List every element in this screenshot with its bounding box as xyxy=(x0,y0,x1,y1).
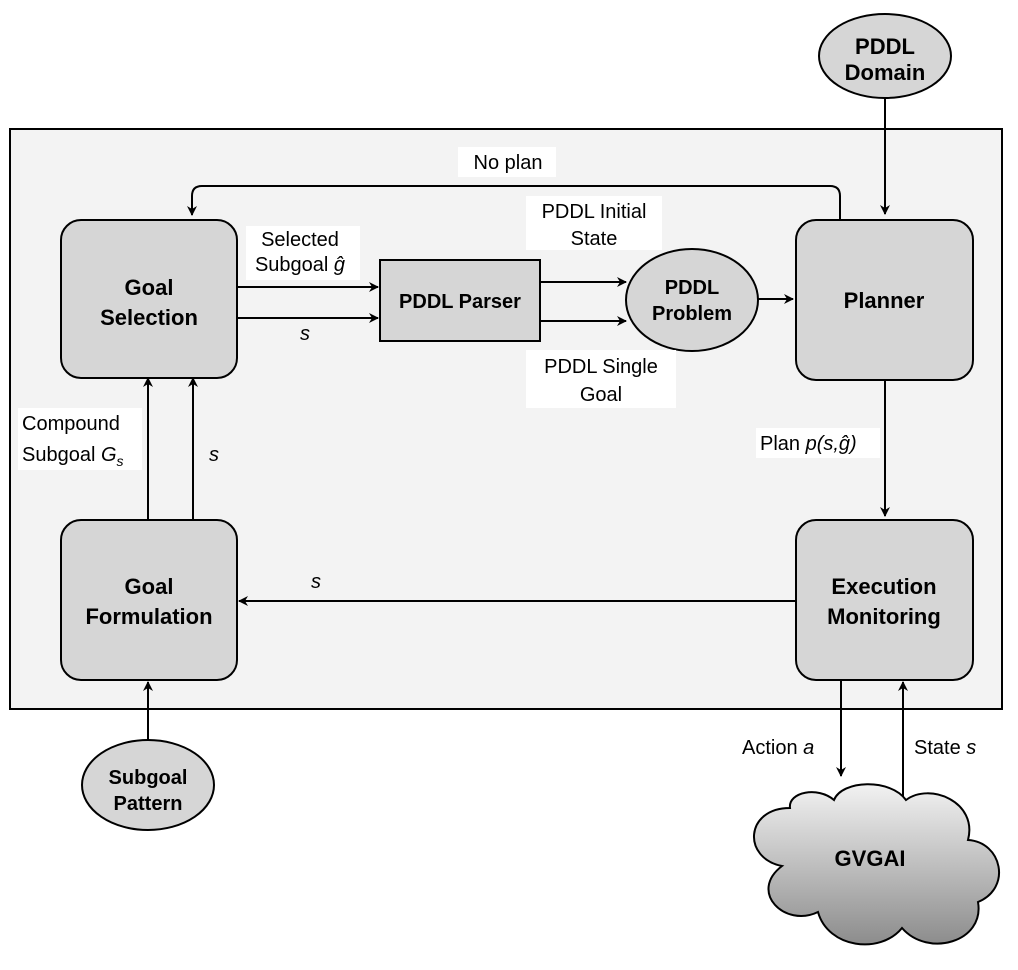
state-to-parser-label: s xyxy=(300,323,310,345)
state-var: s xyxy=(966,737,976,759)
cloud-shape xyxy=(753,783,1000,946)
selected-subgoal-text: Subgoal xyxy=(255,254,334,276)
gvgai-label: GVGAI xyxy=(835,846,906,871)
plan-text: Plan xyxy=(760,433,806,455)
node-goal-formulation: Goal Formulation xyxy=(60,519,238,681)
node-gvgai: GVGAI xyxy=(753,783,1000,946)
pddl-domain-label-2: Domain xyxy=(845,60,926,85)
edge-labels: No plan Selected Subgoal ĝ s PDDL Initia… xyxy=(18,147,994,762)
state-label: State s xyxy=(914,737,976,759)
edges xyxy=(143,98,908,798)
node-planner: Planner xyxy=(795,219,974,381)
selected-subgoal-label-2: Subgoal ĝ xyxy=(255,254,345,276)
node-subgoal-pattern: Subgoal Pattern xyxy=(81,739,215,831)
subgoal-pattern-label-1: Subgoal xyxy=(109,767,188,789)
pddl-parser-label: PDDL Parser xyxy=(399,291,521,313)
pddl-problem-label-1: PDDL xyxy=(665,277,719,299)
initial-state-label-2: State xyxy=(571,228,618,250)
action-var: a xyxy=(803,737,814,759)
action-label: Action a xyxy=(742,737,814,759)
plan-var: p(s,ĝ) xyxy=(805,433,857,455)
state-to-formulation-label: s xyxy=(311,571,321,593)
single-goal-label-2: Goal xyxy=(580,384,622,406)
node-goal-selection: Goal Selection xyxy=(60,219,238,379)
compound-subgoal-var: G xyxy=(101,444,117,466)
execution-monitoring-label-1: Execution xyxy=(831,574,936,599)
node-execution-monitoring: Execution Monitoring xyxy=(795,519,974,681)
action-text: Action xyxy=(742,737,803,759)
goal-selection-label-2: Selection xyxy=(100,305,198,330)
goal-formulation-label-1: Goal xyxy=(125,574,174,599)
node-pddl-parser: PDDL Parser xyxy=(379,259,541,342)
compound-subgoal-sub: s xyxy=(117,453,124,469)
state-to-selection-label: s xyxy=(209,444,219,466)
goal-selection-label-1: Goal xyxy=(125,275,174,300)
initial-state-label-1: PDDL Initial xyxy=(542,201,647,223)
single-goal-label-1: PDDL Single xyxy=(544,356,658,378)
compound-subgoal-label-1: Compound xyxy=(22,413,120,435)
plan-label: Plan p(s,ĝ) xyxy=(760,433,857,455)
selected-subgoal-var: ĝ xyxy=(334,254,345,276)
node-pddl-problem: PDDL Problem xyxy=(625,248,759,352)
execution-monitoring-label-2: Monitoring xyxy=(827,604,941,629)
pddl-domain-label-1: PDDL xyxy=(855,34,915,59)
no-plan-label: No plan xyxy=(474,152,543,174)
goal-formulation-label-2: Formulation xyxy=(85,604,212,629)
pddl-problem-label-2: Problem xyxy=(652,303,732,325)
state-text: State xyxy=(914,737,966,759)
compound-subgoal-text: Subgoal xyxy=(22,444,101,466)
node-pddl-domain: PDDL Domain xyxy=(818,13,952,99)
subgoal-pattern-label-2: Pattern xyxy=(114,793,183,815)
compound-subgoal-label-2: Subgoal Gs xyxy=(22,444,124,469)
edge-no-plan xyxy=(187,185,841,220)
planner-label: Planner xyxy=(844,288,925,313)
selected-subgoal-label-1: Selected xyxy=(261,229,339,251)
